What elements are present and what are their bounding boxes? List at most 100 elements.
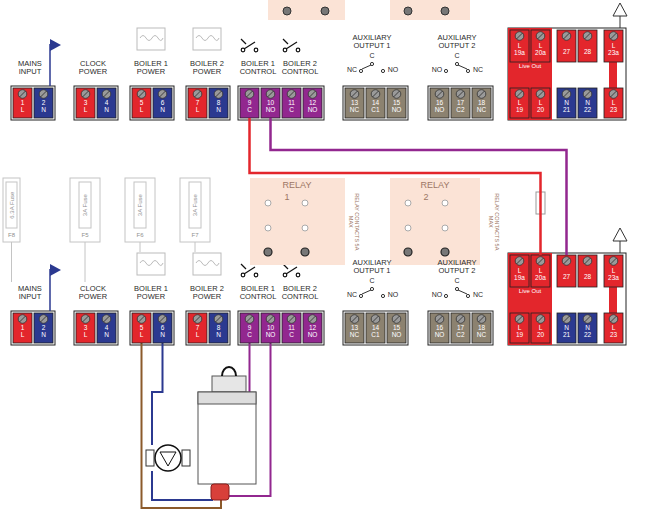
terminal-label: 11 (282, 99, 301, 106)
terminal-label: N (153, 106, 172, 113)
terminal-label: 7 (188, 324, 207, 331)
terminal: 5L (132, 313, 151, 343)
terminal-screw (609, 32, 618, 41)
terminal-label: 18 (472, 324, 491, 331)
fuse-holder (85, 242, 86, 282)
terminal: N21 (557, 313, 576, 343)
terminal-label: 17 (451, 324, 470, 331)
boiler (198, 392, 256, 404)
terminal-label: 7 (188, 99, 207, 106)
terminal-body (34, 88, 53, 118)
terminal-body (510, 30, 529, 62)
terminal-body (557, 313, 576, 343)
terminal-screw (564, 316, 570, 322)
terminal: N21 (557, 88, 576, 118)
terminal-body (240, 313, 259, 343)
label-text: C (367, 52, 377, 59)
boiler (198, 367, 256, 484)
label-text: RELAY CONTACTS 5A MAX (487, 192, 499, 252)
pump (155, 445, 181, 471)
terminal-label: L (510, 99, 529, 106)
boiler-wiring (142, 343, 271, 508)
terminal-screw (266, 90, 275, 99)
terminal-screw (538, 33, 544, 39)
terminal: L20a (531, 30, 550, 62)
relay-top-cropped (404, 7, 412, 15)
terminal: 7L (188, 313, 207, 343)
terminal-screw (158, 315, 167, 324)
terminal: 4N (97, 313, 116, 343)
terminal: N22 (578, 313, 597, 343)
terminal-label: N (97, 106, 116, 113)
terminal-body (345, 313, 364, 343)
terminal-screw (394, 316, 400, 322)
terminal-screw (247, 91, 253, 97)
terminal-label: 16 (430, 99, 449, 106)
relay-top-cropped (390, 0, 470, 20)
terminal-label: 20 (531, 106, 550, 113)
terminal-screw (611, 316, 617, 322)
terminal-label: 28 (578, 48, 597, 55)
terminal-screw (536, 32, 545, 41)
terminal: 13NC (345, 313, 364, 343)
terminal: 28 (578, 255, 597, 287)
relay-block (302, 200, 308, 206)
terminal-label: N (578, 324, 597, 331)
terminal-body (97, 313, 116, 343)
terminal-label: C (240, 331, 259, 338)
terminal-label: L (132, 331, 151, 338)
terminal-screw (437, 91, 443, 97)
terminal-screw (435, 90, 444, 99)
relay-top-cropped (441, 7, 449, 15)
terminal-label: 17 (451, 99, 470, 106)
label-text: NC (345, 66, 359, 73)
label-text: BOILER 2 POWER (183, 60, 231, 76)
terminal: L20 (531, 88, 550, 118)
label-text: NO (430, 66, 444, 73)
terminal-label: L (531, 42, 550, 49)
terminal: 17C2 (451, 88, 470, 118)
terminal: 7L (188, 88, 207, 118)
label-text: Live Out (510, 63, 550, 69)
boiler-wiring (152, 343, 163, 445)
terminal-label: 9 (240, 99, 259, 106)
terminal-body (261, 88, 280, 118)
relay-top-cropped (321, 7, 329, 15)
terminal-screw (139, 91, 145, 97)
pump (160, 452, 176, 466)
terminal-label: 19a (510, 274, 529, 281)
terminal-screw (371, 315, 380, 324)
terminal: L23 (604, 88, 623, 118)
terminal-label: 20 (531, 331, 550, 338)
terminal-screw (564, 91, 570, 97)
relay-block (442, 225, 448, 231)
label-text: C (452, 277, 462, 284)
terminal-label: 12 (303, 99, 322, 106)
terminal: 11C (282, 88, 301, 118)
terminal-screw (585, 258, 591, 264)
terminal-label: 23a (604, 274, 623, 281)
terminal-screw (479, 91, 485, 97)
terminal: 4N (97, 88, 116, 118)
terminal: L20 (531, 313, 550, 343)
terminal: L19 (510, 88, 529, 118)
terminal-screw (609, 257, 618, 266)
terminal-label: N (153, 331, 172, 338)
terminal-screw (83, 316, 89, 322)
terminal-label: 1 (13, 99, 32, 106)
terminal-screw (394, 91, 400, 97)
terminal-label: 27 (557, 273, 576, 280)
terminal-screw (585, 33, 591, 39)
terminal-screw (310, 91, 316, 97)
terminal-screw (515, 257, 524, 266)
terminal-label: N (34, 331, 53, 338)
terminal-screw (479, 316, 485, 322)
fuse-holder (140, 242, 141, 252)
terminal-screw (611, 33, 617, 39)
terminal-screw (289, 91, 295, 97)
terminal-body (557, 88, 576, 118)
terminal-label: N (557, 324, 576, 331)
label-text: RELAY CONTACTS 5A MAX (347, 192, 359, 252)
terminal-screw (477, 90, 486, 99)
terminal: 17C2 (451, 313, 470, 343)
